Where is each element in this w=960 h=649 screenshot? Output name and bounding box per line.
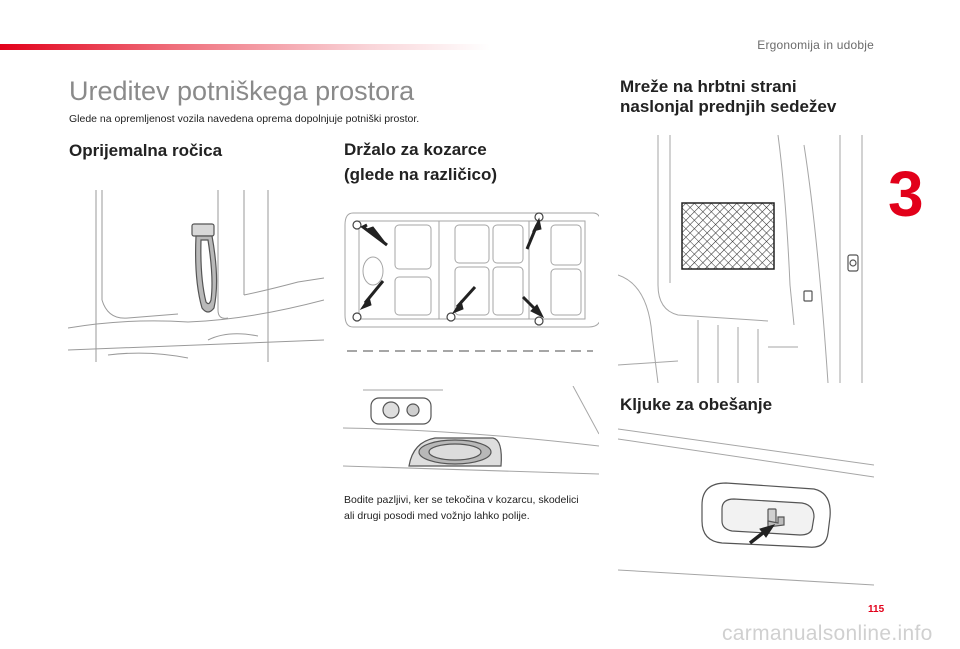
page-title: Ureditev potniškega prostora xyxy=(69,76,415,106)
cup-holder-heading-line1: Držalo za kozarce xyxy=(344,140,487,159)
page-number: 115 xyxy=(868,604,885,615)
cup-holder-heading-line2: (glede na različico) xyxy=(344,165,498,184)
chapter-number: 3 xyxy=(888,158,924,230)
seat-nets-heading-line1: Mreže na hrbtni strani xyxy=(620,77,797,96)
watermark: carmanualsonline.info xyxy=(722,622,933,645)
grab-handle-heading: Oprijemalna ročica xyxy=(69,141,223,160)
cup-holder-detail-illustration xyxy=(343,386,599,478)
hook-illustration xyxy=(618,425,874,595)
grab-handle-illustration xyxy=(68,190,324,362)
hooks-heading: Kljuke za obešanje xyxy=(620,395,773,414)
seat-nets-heading: Mreže na hrbtni strani naslonjal prednji… xyxy=(620,77,880,117)
top-accent-bar xyxy=(0,44,490,50)
seat-nets-heading-line2: naslonjal prednjih sedežev xyxy=(620,97,837,116)
cup-holder-warning: Bodite pazljivi, ker se tekočina v kozar… xyxy=(344,494,579,522)
section-header: Ergonomija in udobje xyxy=(757,38,874,52)
intro-text: Glede na opremljenost vozila navedena op… xyxy=(69,113,420,125)
cup-holder-layout-illustration xyxy=(343,205,599,357)
cup-holder-heading: Držalo za kozarce (glede na različico) xyxy=(344,137,574,187)
seat-net-illustration xyxy=(618,135,874,383)
